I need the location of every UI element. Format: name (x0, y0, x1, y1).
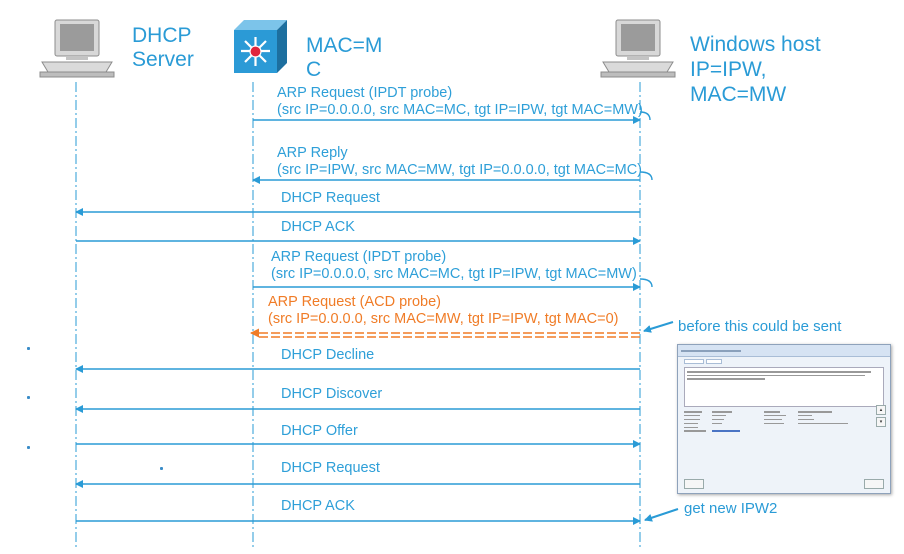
message-label: DHCP Request (281, 190, 380, 206)
arrow-hook (639, 111, 651, 121)
event-details-grid (684, 411, 884, 432)
window-titlebar (678, 345, 890, 357)
message-label: ARP Reply (src IP=IPW, src MAC=MW, tgt I… (277, 145, 642, 178)
switch-label: MAC=M C (306, 34, 382, 82)
message-label-line2: (src IP=0.0.0.0, src MAC=MC, tgt IP=IPW,… (277, 101, 643, 118)
annotation-before-sent: before this could be sent (678, 318, 842, 335)
message-label: ARP Request (IPDT probe) (src IP=0.0.0.0… (277, 85, 643, 118)
message-label-line1: ARP Request (IPDT probe) (277, 85, 453, 101)
dhcp-server-label-line1: DHCP (132, 24, 192, 47)
switch-icon (234, 20, 287, 73)
copy-button (684, 479, 704, 489)
annotation-get-new: get new IPW2 (684, 500, 778, 517)
switch-label-line1: MAC=M (306, 34, 383, 57)
message-label: DHCP Offer (281, 423, 358, 439)
message-label-line1: ARP Request (ACD probe) (268, 294, 442, 310)
arrow-hook (639, 171, 653, 181)
computer-icon (39, 19, 115, 78)
message-label: DHCP Request (281, 460, 380, 476)
pointer-arrow-before-sent (643, 321, 674, 333)
stray-dot (27, 446, 30, 449)
stray-dot (160, 467, 163, 470)
window-tabs (678, 357, 890, 366)
windows-host-label: Windows host IP=IPW, MAC=MW (690, 32, 821, 108)
stray-dot (27, 396, 30, 399)
windows-host-label-line1: Windows host (690, 33, 821, 56)
message-label: DHCP ACK (281, 219, 355, 235)
dhcp-server-label: DHCP Server (132, 24, 194, 72)
event-description-box (684, 367, 884, 407)
close-button (864, 479, 884, 489)
pointer-arrow-get-new (644, 508, 679, 522)
message-label: DHCP ACK (281, 498, 355, 514)
arrow-down-icon: ▾ (876, 417, 886, 427)
dhcp-server-label-line2: Server (132, 48, 194, 72)
message-label: ARP Request (IPDT probe) (src IP=0.0.0.0… (271, 249, 637, 282)
arrow-hook (639, 278, 653, 288)
windows-host-label-line2: IP=IPW, (690, 58, 767, 82)
arrow-up-icon: ▴ (876, 405, 886, 415)
message-label-line2: (src IP=IPW, src MAC=MW, tgt IP=0.0.0.0,… (277, 161, 642, 178)
message-label-line2: (src IP=0.0.0.0, src MAC=MW, tgt IP=IPW,… (268, 310, 619, 327)
windows-host-label-line3: MAC=MW (690, 83, 787, 107)
event-properties-window: ▴ ▾ (677, 344, 891, 494)
message-label-line2: (src IP=0.0.0.0, src MAC=MC, tgt IP=IPW,… (271, 265, 637, 282)
message-label: DHCP Decline (281, 347, 375, 363)
message-label-line1: ARP Request (IPDT probe) (271, 249, 447, 265)
message-label-acd: ARP Request (ACD probe) (src IP=0.0.0.0,… (268, 294, 619, 327)
message-label-line1: ARP Reply (277, 145, 348, 161)
computer-icon (600, 19, 676, 78)
switch-label-line2: C (306, 58, 322, 82)
message-label: DHCP Discover (281, 386, 383, 402)
stray-dot (27, 347, 30, 350)
